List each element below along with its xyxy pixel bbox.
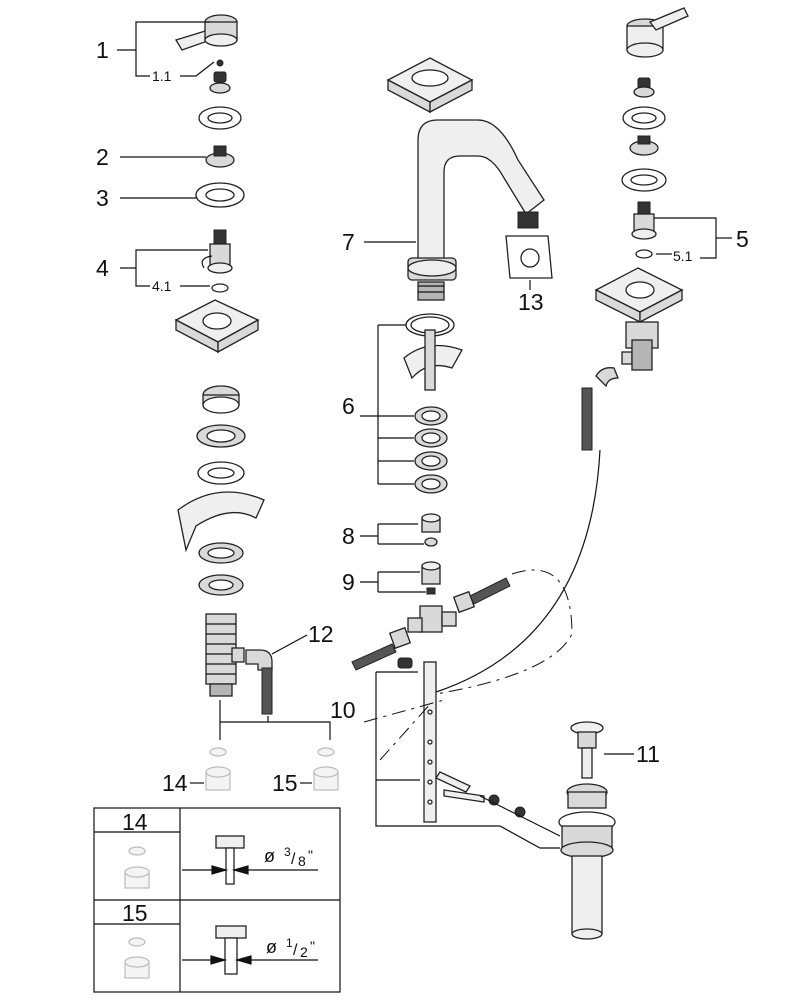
- left-lever-handle-icon: [175, 14, 238, 51]
- spout-escutcheon-icon: [386, 57, 474, 114]
- callout-1: 1: [96, 37, 109, 63]
- row-15-dia-symbol: ø: [266, 937, 277, 957]
- callout-11: 11: [636, 741, 660, 767]
- left-elbow-hose-icon: [245, 649, 273, 715]
- callout-6: 6: [342, 393, 355, 419]
- spout-icon: [407, 119, 545, 301]
- supply-size-table: 14 15 ø 3 / 8 " ø: [93, 807, 341, 993]
- callout-4-1: 4.1: [152, 278, 172, 294]
- callout-2: 2: [96, 144, 109, 170]
- left-valve-assembly: [174, 14, 339, 791]
- aerator-icon: [505, 211, 553, 279]
- left-mounting-nut-icon: [202, 385, 240, 414]
- callout-15: 15: [272, 770, 298, 796]
- left-square-flange-icon: [174, 299, 260, 354]
- right-callout-lines: [654, 217, 732, 259]
- row-15-denom: 2: [300, 944, 308, 960]
- pivot-rod-icon: [435, 771, 561, 837]
- row-15-pipe-diameter-icon: [182, 925, 318, 975]
- callout-10: 10: [330, 697, 356, 723]
- hex-nut-icon: [421, 513, 441, 547]
- row-14-pipe-diameter-icon: [182, 835, 318, 885]
- svg-text:/: /: [293, 942, 298, 959]
- row-14-washer-nut-icon: [124, 846, 150, 889]
- right-cartridge-icon: [631, 201, 657, 259]
- row-14-dia-symbol: ø: [264, 846, 275, 866]
- callout-3: 3: [96, 185, 109, 211]
- table-row-15-label: 15: [122, 900, 148, 926]
- callout-13: 13: [518, 289, 544, 315]
- callout-5: 5: [736, 226, 749, 252]
- callout-4: 4: [96, 255, 109, 281]
- center-hose-icon: [351, 577, 511, 671]
- callout-5-1: 5.1: [673, 248, 693, 264]
- row-14-whole: 3: [284, 845, 291, 859]
- row-14-denom: 8: [298, 853, 306, 869]
- left-supply-nut-14-icon: [205, 747, 231, 791]
- left-screw-icon: [209, 59, 231, 94]
- callout-9: 9: [342, 569, 355, 595]
- connection-dash-line: [435, 569, 573, 695]
- left-supply-nut-15-icon: [313, 747, 339, 791]
- callout-14: 14: [162, 770, 188, 796]
- lift-rod-strap-icon: [397, 657, 437, 823]
- row-14-unit: ": [308, 847, 313, 863]
- drain-assembly: [363, 657, 634, 940]
- left-valve-body-icon: [205, 613, 245, 697]
- left-cartridge-icon: [201, 229, 233, 293]
- center-callout-lines: [360, 241, 531, 593]
- left-gasket: [177, 491, 265, 553]
- row-15-whole: 1: [286, 936, 293, 950]
- pop-up-drain-icon: [558, 721, 616, 940]
- coupling-icon: [421, 561, 441, 595]
- right-valve-assembly: [581, 7, 689, 451]
- table-row-14-label: 14: [122, 809, 148, 835]
- left-adapter-icon: [205, 145, 235, 168]
- right-square-flange-icon: [594, 267, 684, 371]
- tee-connector-icon: [407, 605, 457, 633]
- right-lever-handle-icon: [626, 7, 689, 58]
- right-hose-icon: [581, 367, 619, 451]
- row-15-washer-nut-icon: [124, 937, 150, 979]
- center-spout-assembly: [351, 57, 601, 695]
- svg-text:/: /: [291, 851, 296, 868]
- left-callout-lines: [117, 21, 331, 784]
- callout-7: 7: [342, 229, 355, 255]
- callout-1-1: 1.1: [152, 68, 172, 84]
- row-15-unit: ": [310, 938, 315, 954]
- callout-12: 12: [308, 621, 334, 647]
- callout-8: 8: [342, 523, 355, 549]
